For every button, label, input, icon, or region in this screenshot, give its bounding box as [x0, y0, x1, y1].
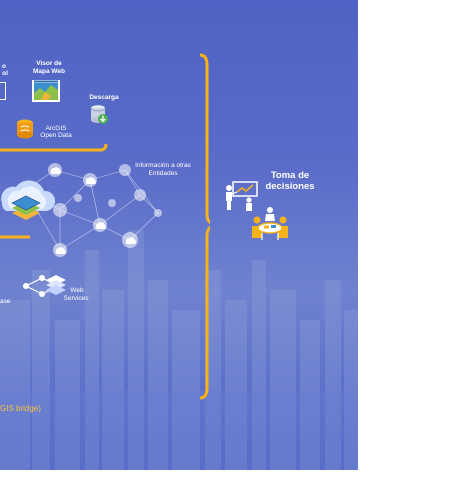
meeting-presentation-icon — [226, 181, 258, 211]
visor-label-1: Visor de — [36, 60, 62, 67]
partial-label-top-2: ol — [2, 70, 8, 77]
info-label-2: Entidades — [148, 170, 178, 177]
left-bracket — [0, 53, 210, 400]
arcgis-label-1: ArcGIS — [45, 125, 67, 132]
partial-square-icon — [0, 82, 6, 100]
bridge-label: GIS bridge) — [0, 404, 41, 413]
database-download-icon — [90, 104, 108, 124]
descarga-label: Descarga — [89, 94, 119, 101]
people-table-icon — [252, 207, 288, 240]
web-services-icon — [23, 275, 66, 297]
info-label-1: Información a otras — [135, 162, 191, 169]
toma-label-2: decisiones — [265, 181, 315, 192]
city-skyline-background — [0, 230, 358, 470]
partial-label-mid: ase — [0, 298, 11, 305]
arcgis-open-data-icon — [17, 119, 33, 139]
arcgis-label-2: Open Data — [40, 132, 72, 139]
cloud-network-icon — [1, 163, 162, 257]
visor-label-2: Mapa Web — [32, 68, 66, 75]
web-label-2: Services — [63, 295, 89, 302]
diagram-slide: o ol Visor de Mapa Web Descarga ArcGIS O… — [0, 0, 358, 470]
toma-label-1: Toma de — [270, 170, 310, 181]
partial-label-top: o — [2, 63, 6, 70]
map-viewer-icon — [32, 80, 60, 102]
web-label-1: Web — [70, 287, 84, 294]
